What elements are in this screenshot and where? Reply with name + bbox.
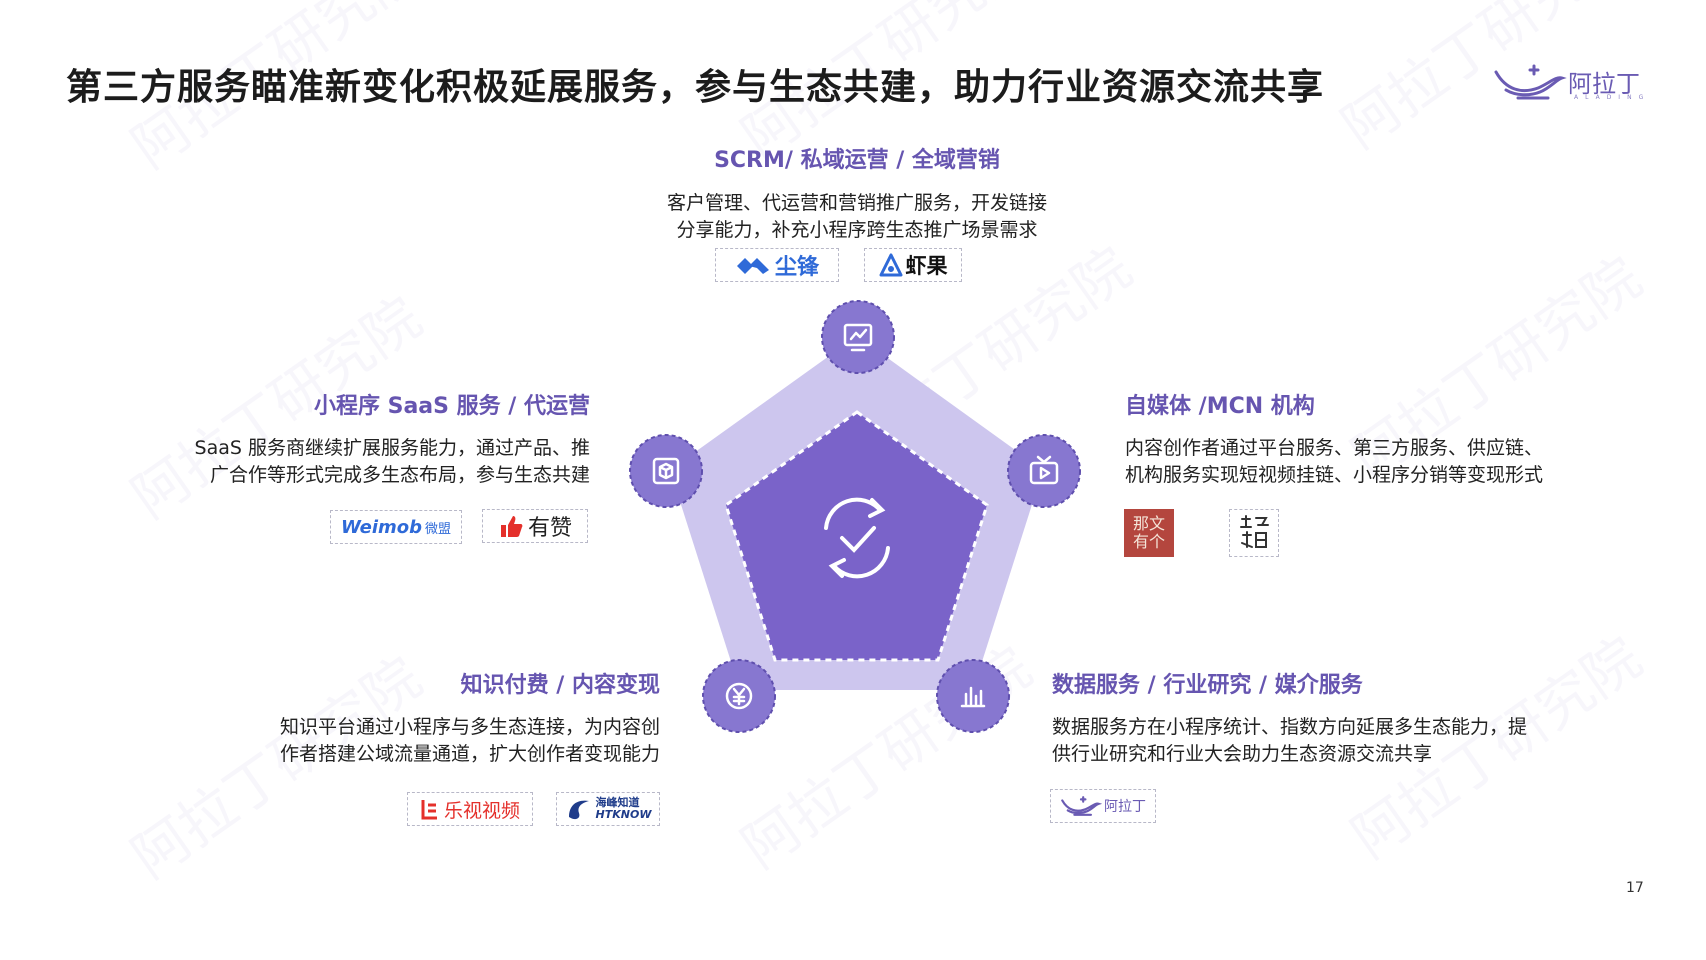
pentagon-diagram — [670, 336, 1043, 690]
segment-left-heading: 小程序 SaaS 服务 / 代运营 — [313, 394, 590, 419]
segment-bottom-left-desc: 知识平台通过小程序与多生态连接，为内容创 作者搭建公域流量通道，扩大创作者变现能… — [150, 714, 660, 768]
page-title: 第三方服务瞄准新变化积极延展服务，参与生态共建，助力行业资源交流共享 — [66, 67, 1325, 108]
segment-bottom-right-desc-line-1: 数据服务方在小程序统计、指数方向延展多生态能力，提 — [1052, 716, 1528, 738]
segment-right-heading: 自媒体 /MCN 机构 — [1125, 394, 1315, 419]
node-left — [628, 433, 704, 513]
segment-left-desc-line-1: SaaS 服务商继续扩展服务能力，通过产品、推 — [194, 437, 590, 459]
segment-left-desc: SaaS 服务商继续扩展服务能力，通过产品、推 广合作等形式完成多生态布局，参与… — [100, 435, 590, 489]
xiaguo-mark-icon — [879, 253, 902, 277]
logo-htknow: 海峰知道 HTKNOW — [556, 792, 660, 826]
logo-chenfeng-text: 尘锋 — [774, 255, 819, 280]
refresh-check-icon — [824, 497, 890, 579]
aladdin-lamp-icon — [1061, 796, 1102, 816]
logo-letv: 乐视视频 — [407, 792, 533, 826]
lamp-icon — [1494, 64, 1567, 100]
segment-top-desc-line-1: 客户管理、代运营和营销推广服务，开发链接 — [666, 192, 1047, 214]
node-right — [1006, 433, 1082, 513]
brand-sub: ALADING — [1574, 94, 1651, 101]
segment-top-desc: 客户管理、代运营和营销推广服务，开发链接 分享能力，补充小程序跨生态推广场景需求 — [600, 190, 1114, 244]
logo-htknow-texts: 海峰知道 HTKNOW — [596, 797, 652, 821]
logo-letv-text: 乐视视频 — [443, 799, 520, 822]
segment-right-desc: 内容创作者通过平台服务、第三方服务、供应链、 机构服务实现短视频挂链、小程序分销… — [1125, 435, 1695, 489]
logo-htknow-cn: 海峰知道 — [595, 796, 640, 809]
letv-mark-icon — [421, 800, 437, 820]
yen-coin-icon — [725, 682, 753, 710]
inner-pentagon — [724, 410, 989, 662]
segment-bottom-left-heading: 知识付费 / 内容变现 — [460, 673, 660, 698]
segment-bottom-right-desc-line-2: 供行业研究和行业大会助力生态资源交流共享 — [1052, 743, 1433, 765]
logo-weimob-cn: 微盟 — [425, 521, 452, 537]
chart-monitor-icon — [843, 323, 873, 352]
segment-bottom-right-heading: 数据服务 / 行业研究 / 媒介服务 — [1052, 673, 1363, 698]
logo-aladdin-text: 阿拉丁 — [1104, 799, 1146, 815]
thumb-up-icon — [500, 516, 523, 537]
logo-nawen: 那文 有个 — [1124, 509, 1174, 557]
logo-calligraphy — [1229, 509, 1279, 557]
logo-youzan: 有赞 — [482, 509, 588, 543]
logo-nawen-text-2: 有个 — [1132, 532, 1165, 551]
logo-aladdin: 阿拉丁 — [1050, 789, 1156, 823]
logo-chenfeng: 尘锋 — [715, 248, 839, 282]
segment-top-desc-line-2: 分享能力，补充小程序跨生态推广场景需求 — [676, 219, 1038, 241]
chenfeng-mark-icon — [736, 258, 769, 274]
segment-right-desc-line-2: 机构服务实现短视频挂链、小程序分销等变现形式 — [1125, 464, 1544, 486]
logo-youzan-text: 有赞 — [527, 516, 572, 541]
node-top — [820, 299, 896, 379]
segment-left-desc-line-2: 广合作等形式完成多生态布局，参与生态共建 — [209, 464, 590, 486]
logo-weimob: Weimob 微盟 — [330, 510, 462, 544]
htknow-mark-icon — [568, 800, 589, 820]
segment-right-desc-line-1: 内容创作者通过平台服务、第三方服务、供应链、 — [1125, 437, 1544, 459]
logo-htknow-en: HTKNOW — [595, 808, 652, 821]
page-number: 17 — [1626, 880, 1644, 896]
calligraphy-mark-icon — [1240, 515, 1269, 548]
brand-name: 阿拉丁 — [1568, 70, 1640, 98]
logo-xiaguo: 虾果 — [864, 248, 962, 282]
segment-top-heading: SCRM/ 私域运营 / 全域营销 — [714, 148, 1000, 173]
node-bottom-left — [701, 658, 777, 738]
logo-nawen-text: 那文 — [1132, 514, 1165, 533]
segment-bottom-left-desc-line-1: 知识平台通过小程序与多生态连接，为内容创 — [279, 716, 660, 738]
node-bottom-right — [935, 658, 1011, 738]
brand-logo: 阿拉丁 ALADING — [1492, 62, 1652, 106]
logo-weimob-text: Weimob — [340, 516, 423, 538]
segment-bottom-left-desc-line-2: 作者搭建公域流量通道，扩大创作者变现能力 — [279, 743, 660, 765]
bar-chart-icon — [960, 686, 986, 708]
logo-xiaguo-text: 虾果 — [905, 254, 948, 278]
cube-icon — [652, 457, 680, 485]
segment-bottom-right-desc: 数据服务方在小程序统计、指数方向延展多生态能力，提 供行业研究和行业大会助力生态… — [1052, 714, 1672, 768]
tv-play-icon — [1029, 455, 1059, 485]
